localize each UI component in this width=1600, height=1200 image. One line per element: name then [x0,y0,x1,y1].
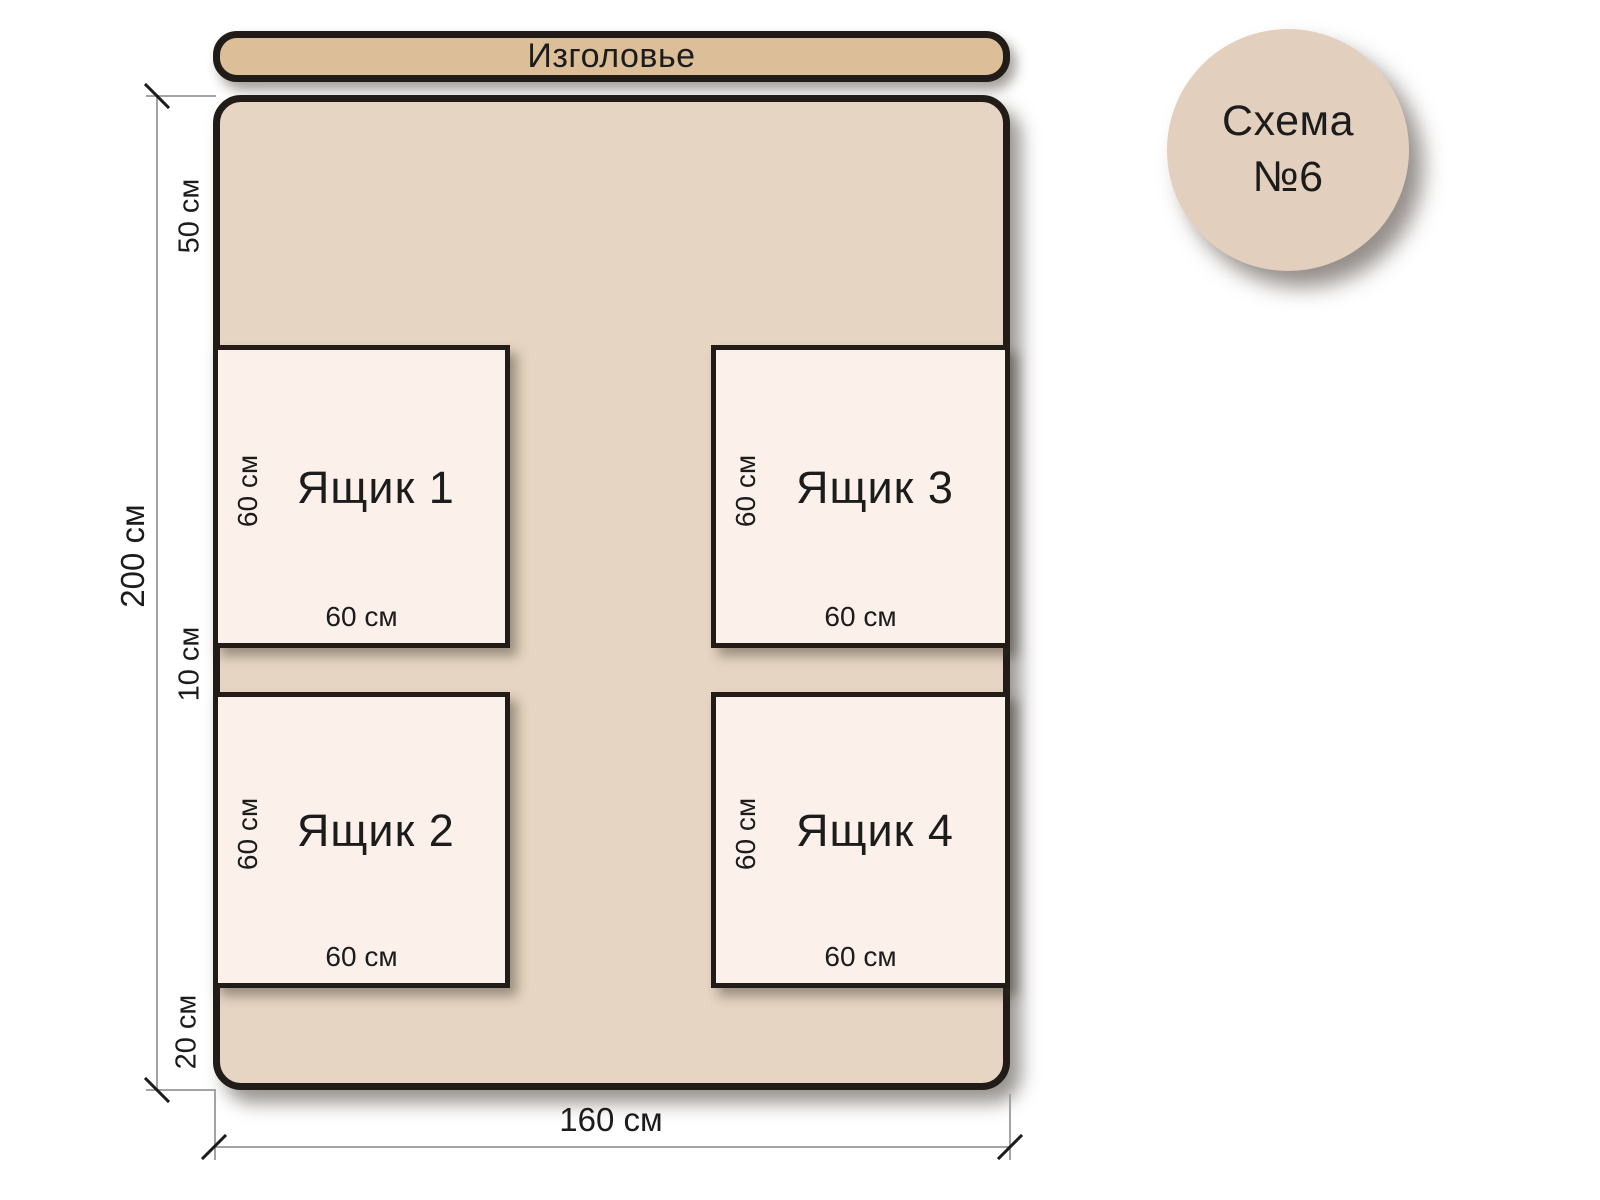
drawer-2-name: Ящик 2 [296,805,455,857]
drawer-1: 60 см Ящик 1 60 см [213,345,510,648]
scheme-badge-line1: Схема [1222,97,1354,146]
drawer-4-name: Ящик 4 [796,805,954,857]
drawer-3-height-label: 60 см [730,454,761,527]
dimension-label-bottom-gap: 20 см [170,994,203,1070]
dimension-line-bottom-horizontal [214,1146,1010,1148]
scheme-number-badge: Схема №6 [1167,29,1409,271]
dimension-label-total-height: 200 см [114,504,151,608]
drawer-3-width-label: 60 см [824,601,897,632]
scheme-badge-line2: №6 [1252,153,1324,201]
dimension-label-middle-gap: 10 см [173,626,206,702]
dimension-label-total-width: 160 см [559,1101,663,1138]
drawer-2: 60 см Ящик 2 60 см [213,692,510,988]
drawer-3-name: Ящик 3 [796,461,954,513]
drawer-4-height-label: 60 см [730,798,761,871]
drawer-4: 60 см Ящик 4 60 см [711,692,1010,988]
headboard: Изголовье [213,31,1010,82]
headboard-label: Изголовье [527,37,696,75]
drawer-1-name: Ящик 1 [296,461,455,513]
dimension-line-left-vertical [156,95,158,1090]
drawer-2-width-label: 60 см [325,941,398,972]
drawer-2-height-label: 60 см [232,798,263,871]
extension-line-bottom-left [146,1089,216,1091]
drawer-4-width-label: 60 см [824,941,897,972]
drawer-1-width-label: 60 см [325,601,398,632]
drawer-1-height-label: 60 см [232,454,263,527]
extension-line-bottom-left-vertical [214,1090,216,1160]
extension-line-top-left [146,95,216,97]
dimension-label-top-gap: 50 см [173,178,206,254]
drawer-3: 60 см Ящик 3 60 см [711,345,1010,648]
extension-line-bottom-right-vertical [1009,1094,1011,1160]
